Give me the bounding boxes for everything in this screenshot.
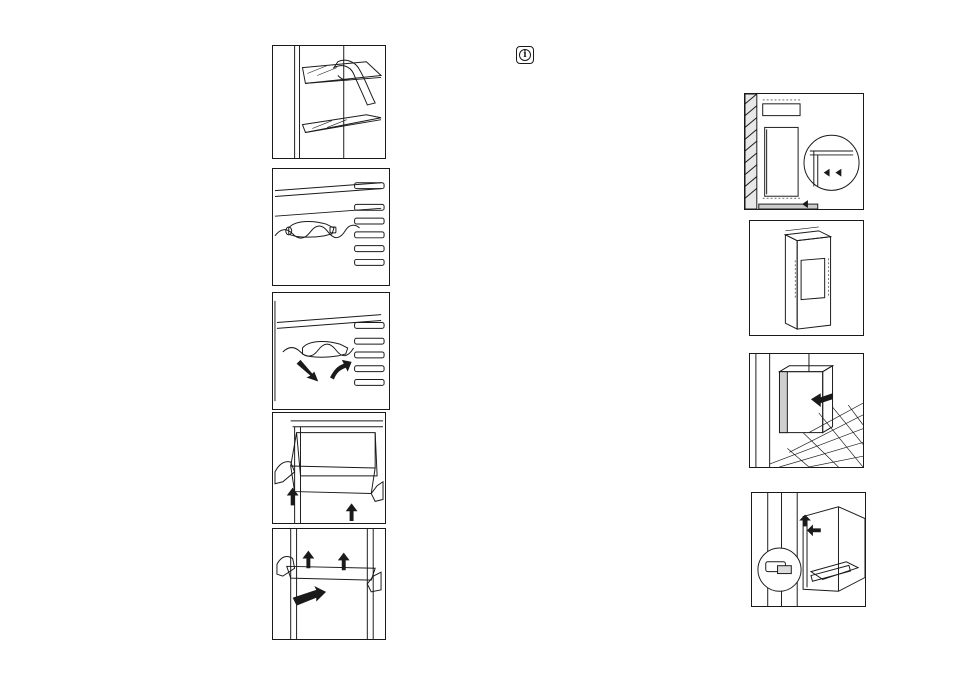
figure-wine-rack-bottle xyxy=(272,168,390,286)
hinge-illustration xyxy=(752,493,865,606)
figure-door-shelf-remove xyxy=(272,528,386,640)
figure-door-hinge-fixing xyxy=(751,492,866,607)
wine-rack-arrows-illustration xyxy=(273,293,389,409)
ventilation-illustration xyxy=(745,94,863,209)
figure-glass-shelf-removal xyxy=(272,45,386,159)
wine-bottle-rack-illustration xyxy=(273,169,389,285)
figure-ventilation-clearance xyxy=(744,93,864,210)
glass-shelf-illustration xyxy=(273,46,385,158)
niche-cabinet-illustration xyxy=(750,221,863,335)
insertion-illustration xyxy=(750,354,863,467)
info-icon: i xyxy=(516,46,534,64)
figure-wine-rack-adjust xyxy=(272,292,390,410)
figure-niche-dimensions xyxy=(749,220,864,336)
figure-appliance-insertion xyxy=(749,353,864,468)
door-balcony-illustration xyxy=(273,413,385,523)
figure-door-shelf-lift xyxy=(272,412,386,524)
door-balcony-removal-illustration xyxy=(273,529,385,639)
